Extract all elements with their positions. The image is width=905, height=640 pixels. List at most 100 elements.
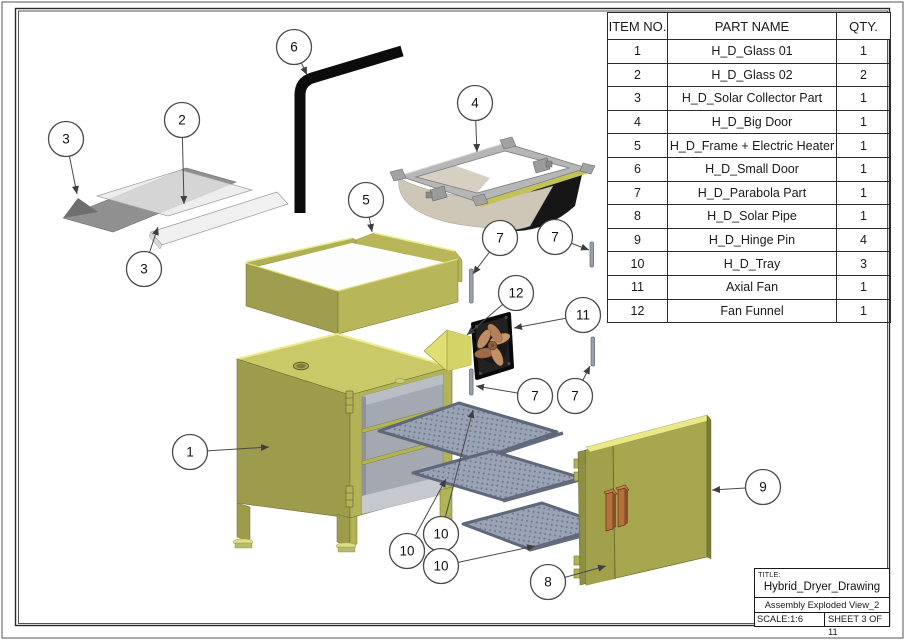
leader-line [472,251,490,275]
balloon-circle [125,250,163,288]
leader-line [466,304,504,336]
balloon-circle [456,84,494,122]
balloon-10: 10 [422,544,536,585]
balloon-number: 10 [433,559,448,574]
cabinet-hinges [345,390,354,508]
balloon-11: 11 [513,296,602,334]
balloon-number: 6 [290,40,298,55]
leader-line [473,120,481,153]
balloon-9: 9 [711,468,782,506]
balloon-number: 10 [399,544,414,559]
leader-line [367,217,374,233]
balloon-number: 5 [362,193,370,208]
balloon-circle [744,468,782,506]
balloon-12: 12 [466,274,535,336]
balloon-4: 4 [456,84,494,153]
balloon-circle [497,274,535,312]
leader-line [444,409,475,518]
balloon-2: 2 [163,101,201,205]
leader-line [458,544,536,563]
balloon-10: 10 [388,478,447,570]
leader-line [149,226,159,253]
balloon-6: 6 [275,28,313,76]
drawing-title: Hybrid_Dryer_Drawing [763,581,881,593]
balloon-7: 7 [475,377,554,415]
balloon-5: 5 [347,181,385,233]
balloon-7: 7 [536,218,590,256]
balloon-number: 2 [178,113,186,128]
balloon-number: 4 [471,96,479,111]
leader-line [207,444,270,452]
big-door [573,414,712,586]
balloon-number: 7 [551,230,559,245]
balloon-number: 11 [576,308,590,323]
title-block-row: TITLE: Hybrid_Dryer_Drawing [755,569,889,597]
leader-line [711,486,746,494]
balloon-number: 7 [531,389,539,404]
bom-header-cell: PART NAME [667,12,837,40]
frame-collar [245,232,463,335]
leader-line [582,365,591,381]
bom-header-cell: ITEM NO. [607,12,668,40]
balloon-number: 7 [571,389,579,404]
door-handles [603,484,630,532]
leader-line [414,478,447,536]
balloon-number: 10 [433,527,448,542]
balloon-circle [163,101,201,139]
fan-blades [474,323,511,366]
leader-line [571,242,590,251]
leader-line [564,564,607,578]
parabola-part [389,136,596,231]
scale-text: SCALE:1:6 [755,613,825,626]
leader-line [513,317,566,330]
balloon-number: 7 [496,231,504,246]
balloon-number: 3 [140,262,148,277]
fan-funnel [423,329,472,372]
leader-line [475,383,518,394]
sheet-number-text: SHEET 3 OF 11 [828,614,883,637]
balloon-circle [171,433,209,471]
balloon-circle [536,218,574,256]
solar-collector-and-glass [62,167,289,250]
balloon-circle [556,377,594,415]
balloon-circle [516,377,554,415]
balloon-circle [275,28,313,66]
view-name: Assembly Exploded View_2 [755,597,889,612]
leader-line [180,137,188,205]
balloon-circle [388,532,426,570]
balloon-3: 3 [125,226,163,288]
title-block: TITLE: Hybrid_Dryer_Drawing Assembly Exp… [754,568,890,637]
title-label: TITLE: [758,570,781,579]
balloon-circle [481,219,519,257]
hinge-pins [469,241,595,396]
balloon-circle [422,547,460,585]
balloon-circle [47,120,85,158]
balloon-circle [564,296,602,334]
balloon-number: 1 [186,445,194,460]
balloon-1: 1 [171,433,270,471]
axial-fan [471,312,514,380]
leader-line [68,156,79,195]
title-block-bottom-row: SCALE:1:6 SHEET 3 OF 11 [755,612,889,637]
balloon-circle [529,563,567,601]
balloon-3: 3 [47,120,85,195]
balloon-number: 9 [759,480,767,495]
balloon-number: 3 [62,132,70,147]
bom-header-cell: QTY. [836,12,891,40]
leader-line [300,62,308,76]
